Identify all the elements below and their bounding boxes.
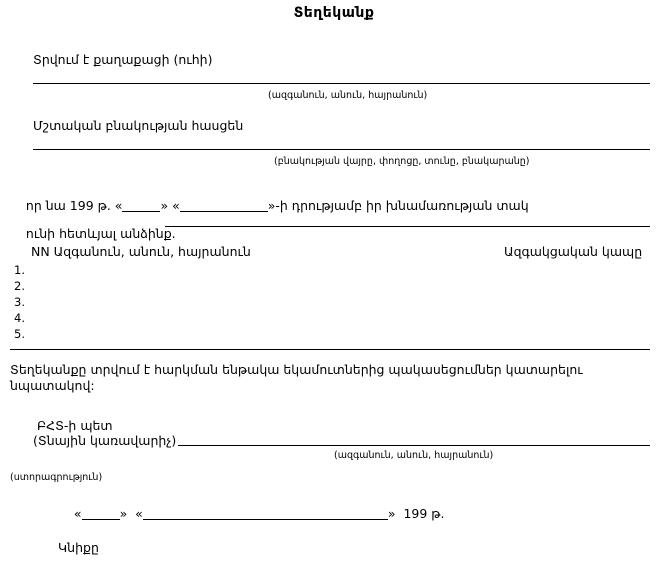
seal-label: Կնիքը bbox=[58, 540, 99, 555]
table-row[interactable]: 3. bbox=[14, 295, 25, 309]
day-blank[interactable] bbox=[122, 200, 161, 212]
address-label: Մշտական բնակության հասցեն bbox=[33, 118, 244, 133]
date-open-quote-month: « bbox=[135, 506, 143, 521]
dependents-fill-rule[interactable] bbox=[165, 226, 650, 227]
page-title: Տեղեկանք bbox=[293, 5, 375, 21]
name-caption: (ազգանուն, անուն, հայրանուն) bbox=[268, 90, 428, 101]
date-close-quote-month: » bbox=[387, 506, 396, 521]
date-open-quote-day: « bbox=[73, 506, 82, 521]
signatory-role-line-1: ԲՀՏ-ի պետ bbox=[37, 418, 113, 433]
table-row[interactable]: 2. bbox=[14, 279, 25, 293]
issued-to-label: Տրվում է քաղաքացի (ուհի) bbox=[33, 52, 213, 67]
date-year-label: 199 թ. bbox=[403, 506, 445, 521]
table-row[interactable]: 5. bbox=[14, 327, 25, 341]
table-header-right: Ազգակցական կապը bbox=[504, 244, 643, 259]
purpose-line-1: Տեղեկանքը տրվում է հարկման ենթակա եկամու… bbox=[10, 362, 583, 377]
table-row[interactable]: 4. bbox=[14, 311, 25, 325]
purpose-line-2: նպատակով: bbox=[10, 378, 95, 393]
name-fill-rule[interactable] bbox=[33, 83, 650, 84]
table-row[interactable]: 1. bbox=[14, 263, 25, 277]
date-day-blank[interactable] bbox=[81, 508, 120, 520]
statement-suffix: »-ի դրությամբ իր խնամառության տակ bbox=[267, 198, 529, 213]
dependents-label: ունի հետևյալ անձինք. bbox=[25, 226, 176, 241]
signature-caption: (ստորագրություն) bbox=[10, 472, 103, 483]
table-header-left: NN Ազգանուն, անուն, հայրանուն bbox=[31, 244, 251, 259]
date-close-quote-day: » bbox=[119, 506, 128, 521]
statement-line-2: ունի հետևյալ անձինք. bbox=[10, 211, 176, 256]
address-fill-rule[interactable] bbox=[33, 149, 650, 150]
signatory-role-line-2: (Տնային կառավարիչ) bbox=[33, 433, 177, 448]
signatory-name-rule[interactable] bbox=[178, 445, 650, 446]
statement-line-1: որ նա 199 թ. « » « »-ի դրությամբ իր խնամառ… bbox=[10, 183, 529, 228]
date-month-blank[interactable] bbox=[142, 508, 388, 520]
month-blank[interactable] bbox=[179, 200, 268, 212]
statement-mid: » « bbox=[160, 198, 180, 213]
table-bottom-rule bbox=[10, 349, 650, 350]
address-caption: (բնակության վայրը, փողոցը, տունը, բնակար… bbox=[274, 156, 530, 167]
signatory-name-caption: (ազգանուն, անուն, հայրանուն) bbox=[334, 450, 494, 461]
statement-prefix: որ նա 199 թ. « bbox=[25, 198, 123, 213]
date-line: « » « » 199 թ. bbox=[58, 491, 445, 536]
